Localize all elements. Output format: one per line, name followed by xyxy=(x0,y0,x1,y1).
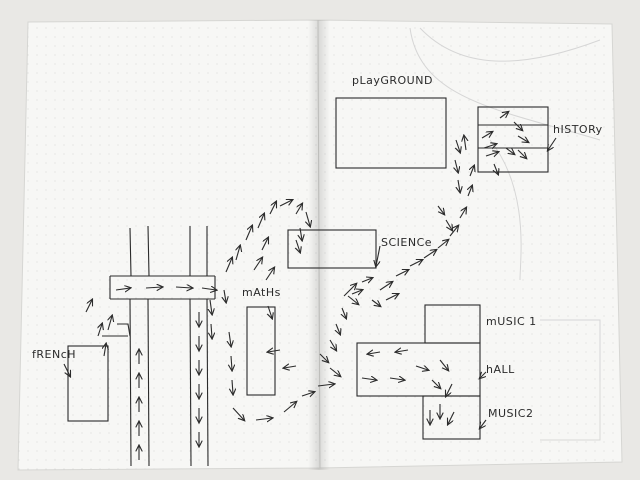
route-arrows-columns xyxy=(139,289,233,460)
show-through-marks xyxy=(409,27,601,441)
label-pointers xyxy=(63,137,557,428)
route-arrows-science xyxy=(225,200,310,281)
french-box xyxy=(67,345,109,422)
playground-box xyxy=(335,97,447,169)
music2-box xyxy=(422,395,481,440)
label-maths: mAtHs xyxy=(242,286,281,299)
route-arrows-history-inside xyxy=(481,112,528,174)
label-french: fRENcH xyxy=(32,348,76,361)
route-arrows-corridor xyxy=(85,287,216,357)
science-box xyxy=(287,229,377,269)
label-playground: pLayGROUND xyxy=(352,74,433,87)
label-music2: MUSIC2 xyxy=(488,407,533,420)
hall-box xyxy=(356,342,481,397)
route-arrows-hall xyxy=(361,350,455,424)
label-history: hISTORy xyxy=(553,123,603,136)
corridor-lines xyxy=(102,225,216,467)
route-arrows-history xyxy=(343,136,474,306)
route-arrows-loop xyxy=(232,295,358,420)
label-science: SCIENCe xyxy=(381,236,432,249)
label-music1: mUSIC 1 xyxy=(486,315,537,328)
label-hall: hALL xyxy=(486,363,515,376)
gutter-shadow xyxy=(308,20,330,470)
history-box xyxy=(477,106,549,173)
